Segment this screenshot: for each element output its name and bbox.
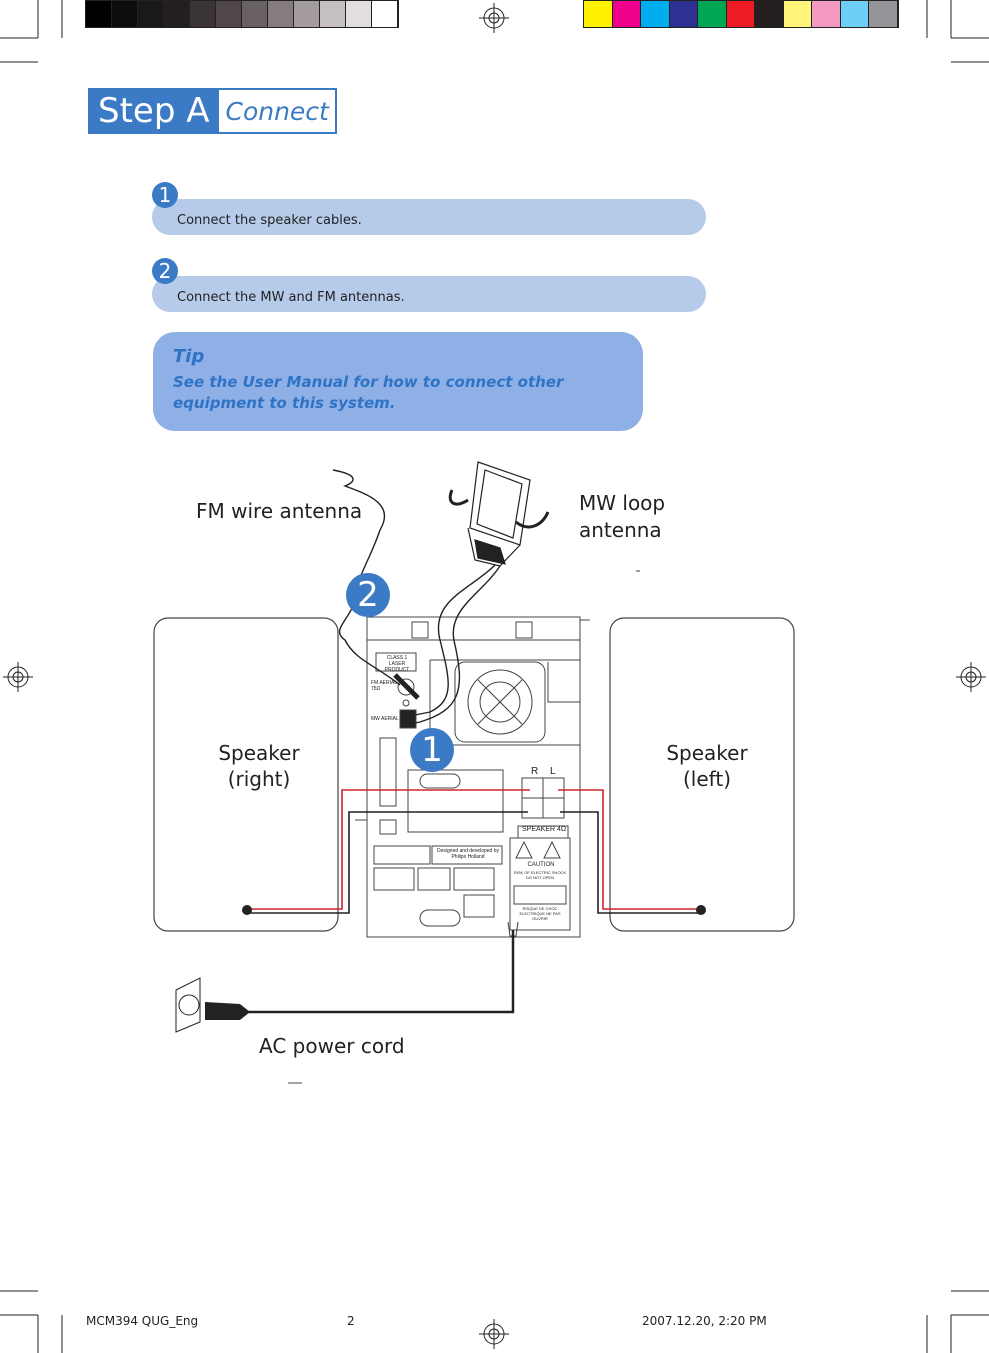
color-swatch xyxy=(840,1,869,27)
color-swatch xyxy=(669,1,698,27)
tip-box: Tip See the User Manual for how to conne… xyxy=(153,332,643,431)
speaker-right-label-line2: (right) xyxy=(227,767,291,791)
speaker-left-box xyxy=(609,617,795,932)
panel-caution-text: RISK OF ELECTRIC SHOCK DO NOT OPEN xyxy=(513,870,567,880)
panel-l-label: L xyxy=(550,766,556,777)
speaker-right-label-line1: Speaker xyxy=(218,741,300,765)
grey-swatch xyxy=(164,1,190,27)
speaker-left-label-line2: (left) xyxy=(683,767,731,791)
tip-text: See the User Manual for how to connect o… xyxy=(173,373,564,412)
speaker-left-terminal xyxy=(696,905,706,915)
panel-r-label: R xyxy=(531,766,539,777)
step-header: Step A Connect xyxy=(88,88,337,134)
color-swatch xyxy=(783,1,812,27)
step-label: Step A xyxy=(90,90,220,132)
color-swatch xyxy=(612,1,641,27)
greyscale-bar xyxy=(85,0,399,28)
panel-mw-aerial: MW AERIAL xyxy=(371,716,399,722)
panel-caution: CAUTION xyxy=(527,862,555,868)
callout-1: 1 xyxy=(410,728,454,772)
grey-swatch xyxy=(372,1,398,27)
fm-plug xyxy=(393,673,420,700)
color-swatch xyxy=(726,1,755,27)
step-2-text: Connect the MW and FM antennas. xyxy=(177,290,405,305)
ac-cord xyxy=(240,930,515,1014)
grey-swatch xyxy=(320,1,346,27)
grey-swatch xyxy=(190,1,216,27)
panel-class1: CLASS 1 LASER PRODUCT xyxy=(384,655,410,673)
grey-swatch xyxy=(86,1,112,27)
speaker-right-terminal xyxy=(242,905,252,915)
color-swatch xyxy=(584,1,613,27)
grey-swatch xyxy=(216,1,242,27)
fm-antenna-label: FM wire antenna xyxy=(196,499,363,523)
panel-designed: Designed and developed by Philips Hollan… xyxy=(437,848,499,860)
color-bar xyxy=(583,0,899,28)
color-swatch xyxy=(812,1,841,27)
grey-swatch xyxy=(268,1,294,27)
footer-right: 2007.12.20, 2:20 PM xyxy=(642,1314,767,1328)
panel-speaker-label: SPEAKER 4Ω xyxy=(522,826,567,833)
step-2-bar: Connect the MW and FM antennas. xyxy=(152,276,706,312)
ac-cord-label: AC power cord xyxy=(259,1034,405,1058)
color-swatch xyxy=(641,1,670,27)
color-swatch xyxy=(869,1,898,27)
grey-swatch xyxy=(346,1,372,27)
power-plug-icon xyxy=(175,977,250,1033)
callout-2: 2 xyxy=(346,573,390,617)
color-swatch xyxy=(755,1,784,27)
tip-title: Tip xyxy=(173,346,205,367)
step-1-number: 1 xyxy=(152,182,178,208)
speaker-right-box xyxy=(153,617,339,932)
grey-swatch xyxy=(294,1,320,27)
panel-avis: AVIS xyxy=(534,888,548,894)
grey-swatch xyxy=(112,1,138,27)
panel-avis-text: RISQUE DE CHOC ELECTRIQUE NE PAS OUVRIR xyxy=(519,906,561,921)
footer-page-number: 2 xyxy=(347,1314,355,1328)
footer-left: MCM394 QUG_Eng xyxy=(86,1314,199,1328)
color-swatch xyxy=(698,1,727,27)
mw-antenna-label-line2: antenna xyxy=(579,518,662,542)
grey-swatch xyxy=(242,1,268,27)
speaker-wires xyxy=(248,789,700,914)
speaker-left-label-line1: Speaker xyxy=(666,741,748,765)
mw-antenna-label-line1: MW loop xyxy=(579,491,666,515)
mw-loop-antenna xyxy=(448,461,550,567)
panel-fm-aerial: FM AERIAL 75Ω xyxy=(371,680,397,692)
step-2-number: 2 xyxy=(152,258,178,284)
fm-wire xyxy=(332,469,401,686)
grey-swatch xyxy=(138,1,164,27)
step-1-bar: Connect the speaker cables. xyxy=(152,199,706,235)
step-subtitle: Connect xyxy=(225,97,329,126)
step-1-text: Connect the speaker cables. xyxy=(177,213,362,228)
